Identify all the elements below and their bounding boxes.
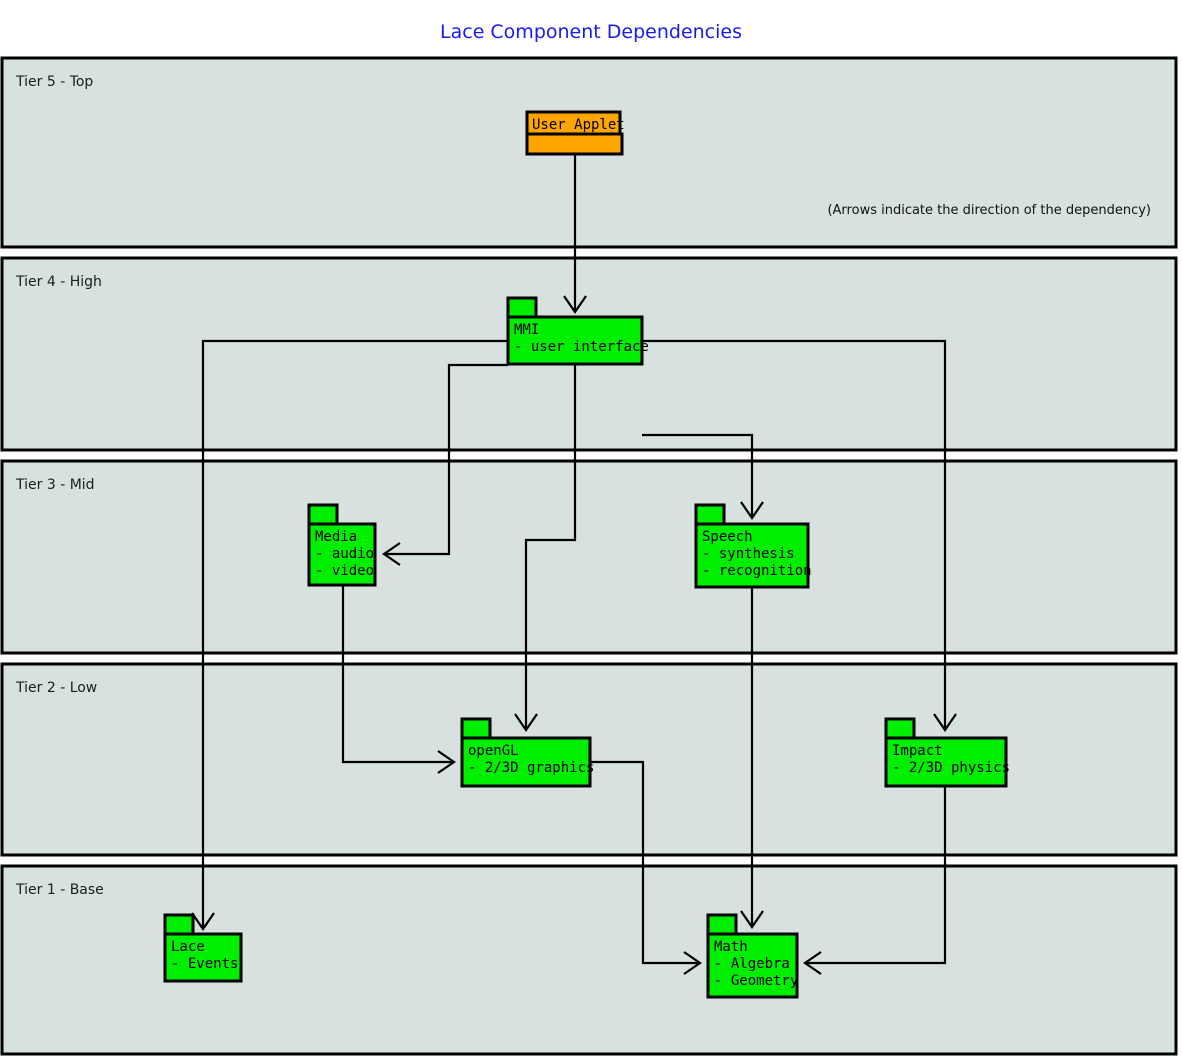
tier-band-rect	[0, 459, 1178, 655]
package-line-media-1: - audio	[315, 546, 374, 562]
package-body	[460, 736, 592, 788]
package-line-speech-2: - recognition	[702, 563, 812, 579]
arrow-direction-note: (Arrows indicate the direction of the de…	[827, 203, 1151, 218]
dep-impact-math	[803, 786, 947, 975]
dependency-line	[642, 433, 754, 516]
package-media[interactable]: Media- audio- video	[307, 503, 377, 587]
package-line-media-0: Media	[315, 529, 357, 545]
tier-label-tier2: Tier 2 - Low	[15, 680, 97, 696]
package-line-math-2: - Geometry	[714, 973, 798, 989]
package-line-impact-1: - 2/3D physics	[892, 760, 1010, 776]
dependency-arrowhead-icon	[563, 295, 587, 314]
package-line-mmi-1: - user interface	[514, 339, 649, 355]
tier-band-tier3: Tier 3 - Mid	[0, 459, 1178, 655]
dependency-arrowhead-icon	[740, 501, 764, 520]
package-line-lace-1: - Events	[171, 956, 238, 972]
package-opengl[interactable]: openGL- 2/3D graphics	[460, 717, 594, 788]
tier-band-rect	[0, 256, 1178, 452]
package-tab	[460, 717, 492, 740]
dep-media-opengl	[341, 585, 456, 774]
package-line-speech-1: - synthesis	[702, 546, 795, 562]
package-line-mmi-0: MMI	[514, 322, 539, 338]
package-line-opengl-1: - 2/3D graphics	[468, 760, 594, 776]
dependency-line	[201, 339, 508, 927]
dep-mmi-media	[382, 363, 508, 566]
package-tab	[163, 913, 195, 936]
dependency-arrowhead-icon	[191, 912, 215, 931]
package-label-user-applet: User Applet	[532, 117, 625, 133]
package-tab	[706, 913, 738, 936]
dependency-arrowhead-icon	[514, 713, 538, 732]
package-line-lace-0: Lace	[171, 939, 205, 955]
package-speech[interactable]: Speech- synthesis- recognition	[694, 503, 812, 589]
dep-mmi-lace	[191, 339, 508, 931]
package-body	[506, 315, 644, 366]
tier-label-tier1: Tier 1 - Base	[15, 882, 104, 898]
package-lace[interactable]: Lace- Events	[163, 913, 243, 983]
dep-mmi-speech	[642, 433, 764, 520]
tier-band-tier4: Tier 4 - High	[0, 256, 1178, 452]
page-title: Lace Component Dependencies	[440, 21, 742, 43]
dep-opengl-math	[590, 760, 702, 975]
dependency-arrowhead-icon	[683, 951, 702, 975]
package-user-applet[interactable]: User Applet	[525, 110, 625, 156]
dependency-line	[386, 363, 508, 556]
package-line-opengl-0: openGL	[468, 743, 519, 759]
package-body	[307, 522, 377, 587]
package-line-speech-0: Speech	[702, 529, 753, 545]
dep-mmi-opengl	[514, 364, 577, 732]
dependency-edge-group	[191, 154, 957, 975]
package-math[interactable]: Math- Algebra- Geometry	[706, 913, 799, 999]
package-body	[525, 132, 624, 156]
dep-mmi-impact	[642, 339, 957, 732]
package-mmi[interactable]: MMI- user interface	[506, 296, 649, 366]
dependency-line	[590, 760, 698, 965]
package-tab	[884, 717, 916, 740]
package-line-media-2: - video	[315, 563, 374, 579]
tier-label-tier5: Tier 5 - Top	[15, 74, 93, 90]
dependency-arrowhead-icon	[803, 951, 822, 975]
dependency-arrowhead-icon	[382, 542, 401, 566]
package-body	[706, 932, 799, 999]
dependency-arrowhead-icon	[933, 713, 957, 732]
dep-speech-math	[740, 587, 764, 929]
dependency-line	[341, 585, 452, 764]
tier-label-tier3: Tier 3 - Mid	[15, 477, 95, 493]
package-body	[884, 736, 1008, 788]
package-tab	[694, 503, 726, 526]
package-body	[163, 932, 243, 983]
package-line-math-1: - Algebra	[714, 956, 790, 972]
package-line-math-0: Math	[714, 939, 748, 955]
package-line-impact-0: Impact	[892, 743, 943, 759]
dependency-line	[642, 339, 947, 728]
dependency-arrowhead-icon	[740, 910, 764, 929]
package-tab	[307, 503, 339, 526]
dependency-arrowhead-icon	[437, 750, 456, 774]
dependency-line	[524, 364, 577, 728]
tier-label-tier4: Tier 4 - High	[15, 274, 102, 290]
package-body	[694, 522, 810, 589]
package-impact[interactable]: Impact- 2/3D physics	[884, 717, 1010, 788]
dep-applet-mmi	[563, 154, 587, 314]
dependency-line	[807, 786, 947, 965]
package-tab	[506, 296, 538, 319]
